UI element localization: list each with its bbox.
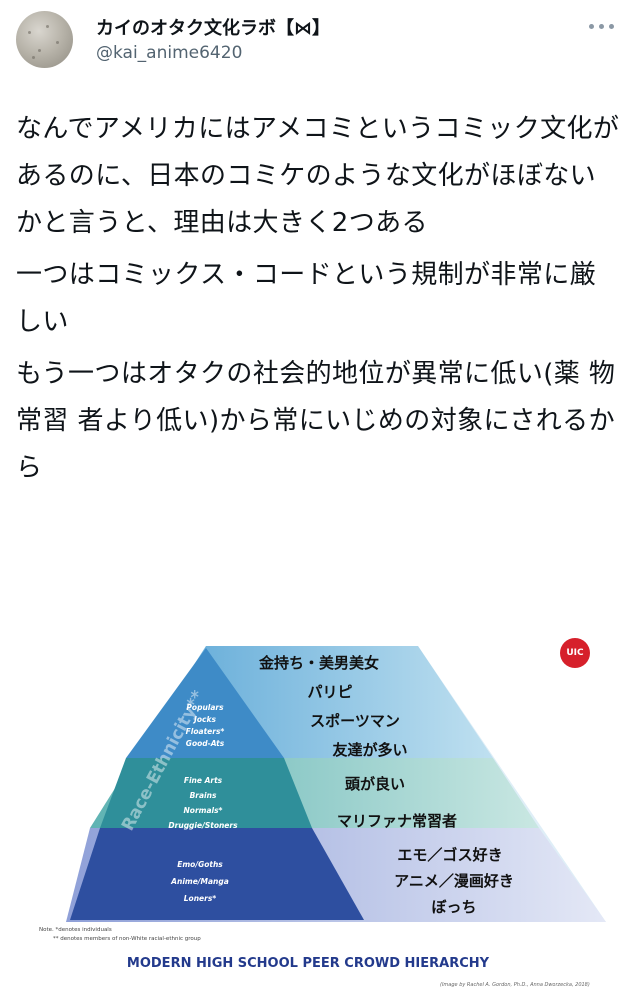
tweet-paragraph: 一つはコミックス・コードという規制が非常に厳しい <box>16 260 597 337</box>
tier-label-jp: エモ／ゴス好き <box>397 846 503 864</box>
user-handle[interactable]: @kai_anime6420 <box>96 43 243 63</box>
tier-label-en: Druggie/Stoners <box>168 821 238 830</box>
tier-label-en: Good-Ats <box>185 739 225 748</box>
tier-label-jp: スポーツマン <box>310 712 400 730</box>
tweet-paragraph: もう一つはオタクの社会的地位が異常に低い(薬 物 常習 者より低い)から常にいじ… <box>16 359 616 483</box>
tier-label-jp: 頭が良い <box>344 775 406 793</box>
tier-label-jp: マリファナ常習者 <box>336 812 458 830</box>
display-name[interactable]: カイのオタク文化ラボ【⋈】 <box>96 18 330 39</box>
tweet-image[interactable] <box>16 606 620 996</box>
tier-label-en: Jocks <box>194 715 216 724</box>
more-options-icon[interactable] <box>587 16 617 36</box>
tier-label-en: Loners* <box>183 894 217 903</box>
chart-title: MODERN HIGH SCHOOL PEER CROWD HIERARCHY <box>126 956 490 971</box>
note-line: Note. *denotes individuals <box>39 927 112 933</box>
tier-label-jp: パリピ <box>307 683 353 701</box>
tier-label-en: Populars <box>186 703 224 712</box>
tier-label-en: Anime/Manga <box>171 877 229 886</box>
avatar[interactable] <box>16 11 73 68</box>
tier-label-en: Floaters* <box>185 727 225 736</box>
tier-label-jp: アニメ／漫画好き <box>394 872 514 890</box>
tier-label-jp: 金持ち・美男美女 <box>258 654 380 672</box>
uic-logo: UIC <box>560 638 590 668</box>
tweet-text: なんでアメリカにはアメコミというコミック文化があるのに、日本のコミケのような文化… <box>16 106 620 497</box>
tweet-paragraph: なんでアメリカにはアメコミというコミック文化があるのに、日本のコミケのような文化… <box>16 114 620 238</box>
tier-label-jp: 友達が多い <box>332 741 408 759</box>
image-credit: (Image by Rachel A. Gordon, Ph.D., Anna … <box>440 982 590 988</box>
tier-label-en: Emo/Goths <box>177 860 223 869</box>
chart-notes: Note. *denotes individuals ** denotes me… <box>39 926 201 944</box>
note-line: ** denotes members of non-White racial-e… <box>53 936 201 942</box>
pyramid-graphic <box>66 646 606 922</box>
tier-label-en: Brains <box>189 791 217 800</box>
tier-label-en: Normals* <box>183 806 223 815</box>
tier-label-jp: ぼっち <box>431 898 477 916</box>
tier-label-en: Fine Arts <box>183 776 223 785</box>
